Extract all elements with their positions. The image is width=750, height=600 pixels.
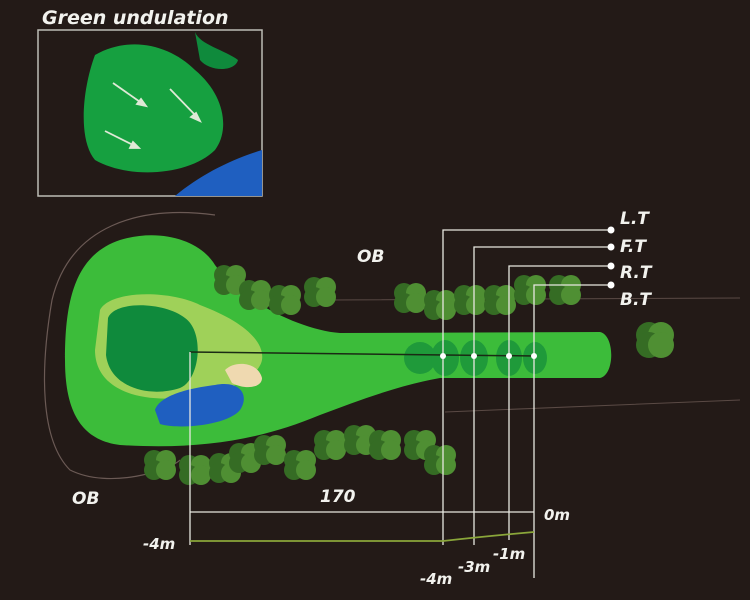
tree xyxy=(191,465,211,485)
trees xyxy=(144,265,674,485)
green-undulation-inset xyxy=(37,29,263,197)
tree xyxy=(316,287,336,307)
elevation-green: -4m xyxy=(143,535,175,553)
bunker xyxy=(225,363,262,388)
tree xyxy=(436,300,456,320)
tee-label-rt: R.T xyxy=(620,263,653,283)
elevation-lt: -4m xyxy=(420,570,452,588)
tree xyxy=(281,295,301,315)
elevation-bt: 0m xyxy=(544,506,570,524)
tree xyxy=(436,455,456,475)
tree xyxy=(406,293,426,313)
tree xyxy=(561,285,581,305)
tree xyxy=(296,460,316,480)
tree xyxy=(156,460,176,480)
tee-boxes xyxy=(404,340,547,376)
inset-title: Green undulation xyxy=(42,7,229,29)
distance-label: 170 xyxy=(320,487,356,507)
tree xyxy=(251,290,271,310)
tree xyxy=(381,440,401,460)
elevation-ft: -3m xyxy=(458,558,490,576)
putting-green xyxy=(106,305,198,392)
water-hazard xyxy=(155,384,244,427)
ob-label-top: OB xyxy=(357,247,384,267)
elevation-rt: -1m xyxy=(493,545,525,563)
tree xyxy=(266,445,286,465)
tree xyxy=(496,295,516,315)
tree xyxy=(326,440,346,460)
tee-label-ft: F.T xyxy=(620,237,647,257)
tee-label-lt: L.T xyxy=(620,209,650,229)
ob-label-bottom: OB xyxy=(72,489,99,509)
center-line xyxy=(189,351,536,357)
tee-lines xyxy=(189,229,611,578)
tree xyxy=(466,295,486,315)
elevation-line xyxy=(190,531,535,542)
tree xyxy=(526,285,546,305)
tee-label-bt: B.T xyxy=(620,290,652,310)
tree xyxy=(648,332,674,358)
ob-boundary xyxy=(43,212,216,480)
tee-markers xyxy=(440,226,615,359)
